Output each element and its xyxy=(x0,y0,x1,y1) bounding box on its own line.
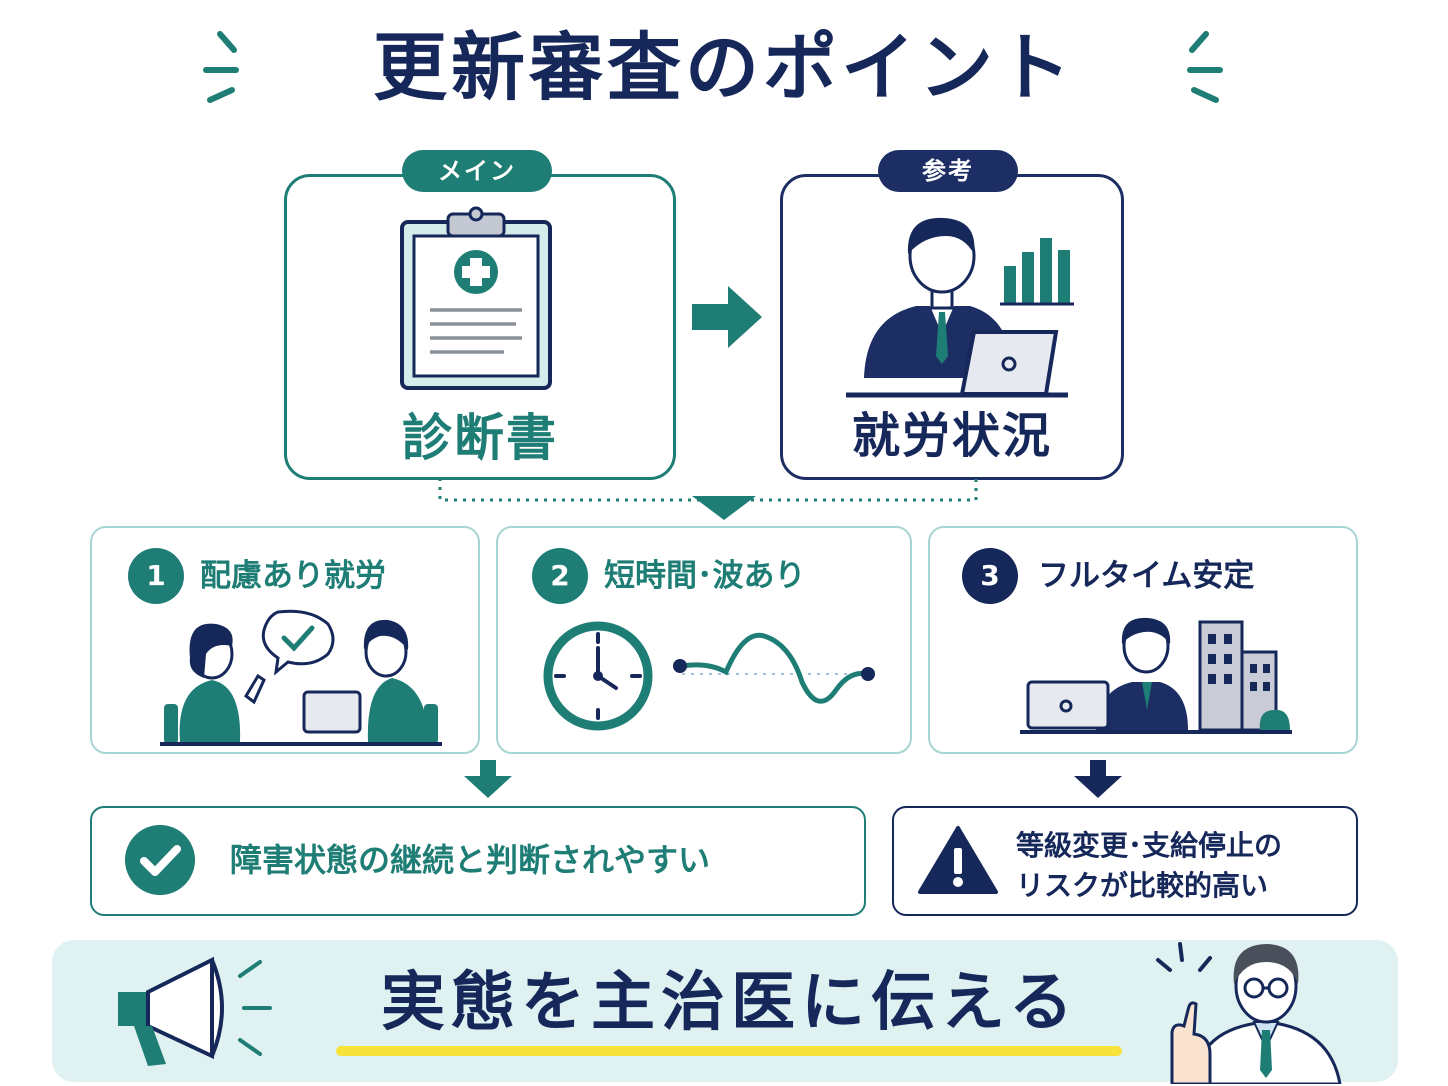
left-sparkle-icon xyxy=(203,31,239,103)
connector-dotted xyxy=(438,478,978,520)
clock-icon xyxy=(543,621,653,731)
result-positive-box xyxy=(90,806,866,916)
result-warning-line1: 等級変更･支給停止の xyxy=(1016,829,1283,862)
check-circle-icon xyxy=(125,825,195,895)
result-warning-line2: リスクが比較的高い xyxy=(1016,869,1269,902)
arrow-right-icon xyxy=(692,286,762,348)
case-label-3: フルタイム安定 xyxy=(1038,558,1255,594)
building-icon xyxy=(1198,620,1290,732)
banner-text: 実態を主治医に伝える xyxy=(380,966,1080,1040)
check-bubble-icon xyxy=(261,609,335,676)
case-number-3: 3 xyxy=(962,548,1018,604)
page-title: 更新審査のポイント xyxy=(373,25,1075,111)
clipboard-medical-icon xyxy=(400,206,552,390)
result-positive-text: 障害状態の継続と判断されやすい xyxy=(230,841,711,879)
case-number-1: 1 xyxy=(128,548,184,604)
arrow-down-icon xyxy=(464,760,512,798)
arrow-down-icon xyxy=(1074,760,1122,798)
consultation-icon xyxy=(160,609,442,746)
office-worker-icon xyxy=(846,217,1074,398)
megaphone-icon xyxy=(118,956,272,1066)
case-number-2: 2 xyxy=(532,548,588,604)
highlight-underline xyxy=(336,1046,1122,1056)
main-badge: メイン xyxy=(402,150,552,192)
case-label-2: 短時間･波あり xyxy=(604,558,806,594)
reference-label: 就労状況 xyxy=(851,408,1052,464)
reference-badge: 参考 xyxy=(878,150,1018,192)
office-worker-icon xyxy=(1020,617,1292,734)
case-label-1: 配慮あり就労 xyxy=(200,558,386,594)
doctor-icon xyxy=(1156,942,1342,1084)
wave-icon xyxy=(673,632,875,704)
warning-icon xyxy=(918,826,998,894)
laptop-icon xyxy=(1026,680,1110,730)
main-label: 診断書 xyxy=(402,409,558,467)
right-sparkle-icon xyxy=(1187,31,1223,103)
laptop-icon xyxy=(959,330,1059,396)
